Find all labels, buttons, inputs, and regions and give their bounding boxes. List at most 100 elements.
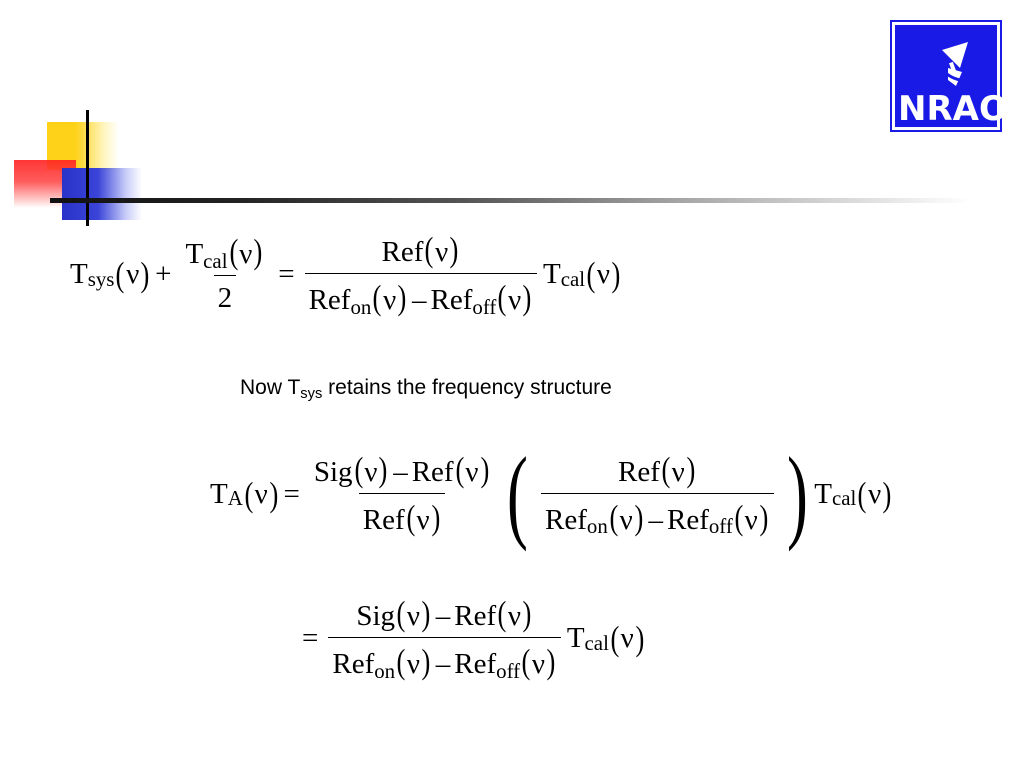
math-symbol: Now T (240, 376, 301, 399)
math-symbol: sys (87, 266, 115, 291)
math-symbol: = (278, 258, 295, 290)
math-symbol: ν (744, 503, 758, 536)
math-symbol: ( (734, 496, 744, 537)
math-symbol: Ref (381, 236, 424, 268)
math-symbol: ) (546, 641, 556, 681)
math-symbol: – (648, 503, 663, 536)
math-symbol: on (350, 294, 372, 319)
decor-blue-square (62, 168, 142, 220)
math-symbol: ( (372, 277, 382, 317)
math-symbol: off (496, 658, 521, 683)
math-symbol: ( (455, 448, 464, 489)
math-symbol: A (227, 486, 243, 511)
math-symbol: ν (416, 503, 430, 536)
math-symbol: ) (611, 253, 621, 294)
decor-vertical-line (86, 110, 89, 226)
math-symbol: Ref(ν) (614, 448, 701, 493)
math-symbol: off (708, 514, 733, 539)
math-symbol: Refon(ν)–Refoff(ν) (328, 637, 561, 683)
math-symbol: cal (203, 248, 228, 273)
math-symbol: ( (857, 473, 867, 514)
math-symbol: ( (115, 253, 125, 294)
math-symbol: ) (431, 496, 440, 537)
math-symbol: ν (619, 503, 633, 536)
math-symbol: ) (634, 496, 644, 537)
math-symbol: ) (786, 436, 808, 552)
fraction-tcal-half: Tcal(ν) 2 (181, 231, 268, 315)
math-symbol: sys (300, 385, 323, 402)
math-symbol: ( (244, 473, 254, 514)
math-symbol: ν (406, 600, 420, 632)
math-symbol: Ref(ν) (358, 492, 446, 537)
math-symbol: = (302, 622, 319, 654)
math-symbol: ( (507, 436, 529, 552)
math-symbol: cal (832, 486, 857, 511)
fraction-sig-minus-ref: Sig(ν)–Ref(ν) Ref(ν) (310, 448, 494, 537)
math-symbol: ν (671, 455, 685, 488)
math-symbol: ν (364, 455, 378, 488)
math-symbol: on (586, 514, 608, 539)
math-symbol: 2 (213, 275, 237, 315)
math-symbol: ( (228, 231, 238, 271)
math-symbol: Ref (454, 600, 497, 632)
math-symbol: retains the frequency structure (322, 376, 612, 399)
math-symbol: ) (635, 617, 645, 658)
nrao-logo-text: NRAO (898, 89, 1002, 129)
math-symbol: ) (253, 231, 263, 271)
math-symbol: ( (396, 641, 406, 681)
math-symbol: ( (354, 448, 363, 489)
math-symbol: Sig (356, 600, 396, 632)
math-symbol: T (210, 477, 228, 510)
math-symbol: = (283, 477, 300, 510)
math-symbol: Ref (430, 284, 473, 316)
math-symbol: Tcal(ν) (181, 231, 268, 275)
math-symbol: on (374, 658, 396, 683)
math-symbol: Sig (313, 455, 353, 488)
math-symbol: – (435, 600, 451, 632)
title-divider-line (50, 198, 970, 203)
math-symbol: Ref (545, 503, 587, 536)
math-symbol: ) (449, 229, 459, 269)
math-symbol: ) (522, 277, 532, 317)
math-symbol: ν (406, 648, 421, 680)
math-symbol: ( (661, 448, 671, 489)
math-symbol: T (566, 622, 585, 654)
math-symbol: Ref (454, 648, 497, 680)
math-symbol: Ref (411, 455, 454, 488)
math-symbol: T (814, 477, 832, 510)
math-symbol: ) (397, 277, 407, 317)
math-symbol: + (155, 258, 172, 290)
math-symbol: ) (378, 448, 388, 489)
math-symbol: ν (508, 284, 522, 316)
math-symbol: ν (465, 455, 479, 488)
math-symbol: ν (239, 238, 253, 270)
math-symbol: ν (383, 284, 397, 316)
math-symbol: ( (610, 617, 620, 658)
math-symbol: – (412, 284, 427, 316)
math-symbol: Refon(ν)–Refoff(ν) (304, 273, 538, 319)
math-symbol: Ref (332, 648, 375, 680)
math-symbol: Ref (362, 503, 405, 536)
math-symbol: Ref (618, 455, 660, 488)
fraction-sig-over-refdiff: Sig(ν)–Ref(ν) Refon(ν)–Refoff(ν) (328, 593, 561, 683)
math-symbol: ( (424, 229, 434, 269)
math-symbol: ) (686, 448, 696, 489)
math-symbol: Sig(ν)–Ref(ν) (352, 593, 536, 637)
math-symbol: cal (560, 266, 586, 291)
math-symbol: Refon(ν)–Refoff(ν) (541, 492, 774, 539)
math-symbol: ( (497, 277, 507, 317)
math-symbol: ) (421, 593, 431, 633)
fraction-ref-ratio-2: Ref(ν) Refon(ν)–Refoff(ν) (541, 448, 774, 539)
math-symbol: ν (596, 258, 610, 290)
math-symbol: ( (497, 593, 507, 633)
math-symbol: ν (435, 236, 449, 268)
math-symbol: cal (584, 630, 609, 655)
math-symbol: T (70, 258, 88, 290)
math-symbol: ( (521, 641, 531, 681)
math-symbol: – (435, 648, 451, 680)
math-symbol: Sig(ν)–Ref(ν) (310, 448, 494, 493)
note-text: Now Tsys retains the frequency structure (240, 376, 612, 402)
